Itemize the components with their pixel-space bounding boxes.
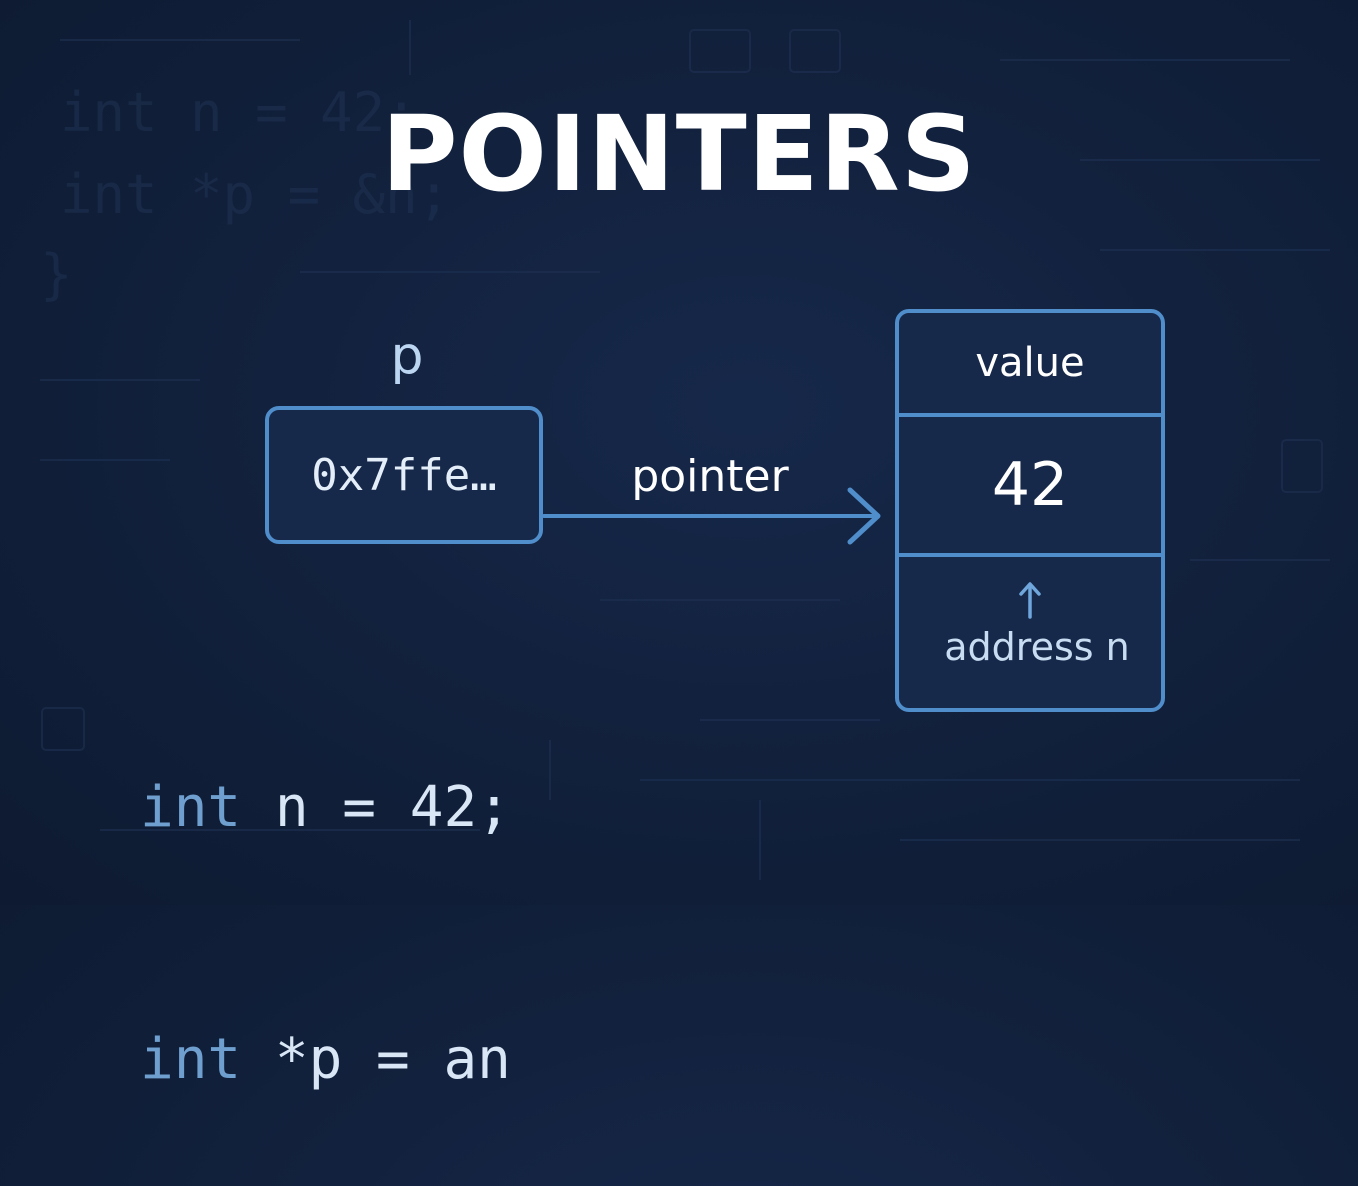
arrow-label: pointer [631,451,789,502]
background-code-line: } [40,243,73,306]
code-keyword: int [140,1027,242,1092]
code-text: n = 42; [241,775,511,840]
code-keyword: int [140,775,242,840]
address-label: address n [944,625,1130,669]
code-text: *p = an [241,1027,511,1092]
memory-cell-value-text: 42 [991,450,1069,520]
memory-cell-header-label: value [975,340,1085,386]
code-snippet: int n = 42; int *p = an [140,598,511,1186]
page-title: POINTERS [381,93,977,215]
memory-cell-address: address n [899,557,1161,708]
pointer-arrow-icon [542,487,881,545]
memory-cell-header: value [899,313,1161,417]
code-line: int *p = an [140,1018,511,1102]
pointer-box: 0x7ffe… [265,406,543,544]
memory-cell-value: 42 [899,417,1161,557]
code-line: int n = 42; [140,766,511,850]
memory-cell: value 42 address n [895,309,1165,712]
pointer-address-value: 0x7ffe… [311,449,497,501]
pointer-variable-name: p [390,326,424,386]
up-arrow-icon [1019,582,1041,619]
